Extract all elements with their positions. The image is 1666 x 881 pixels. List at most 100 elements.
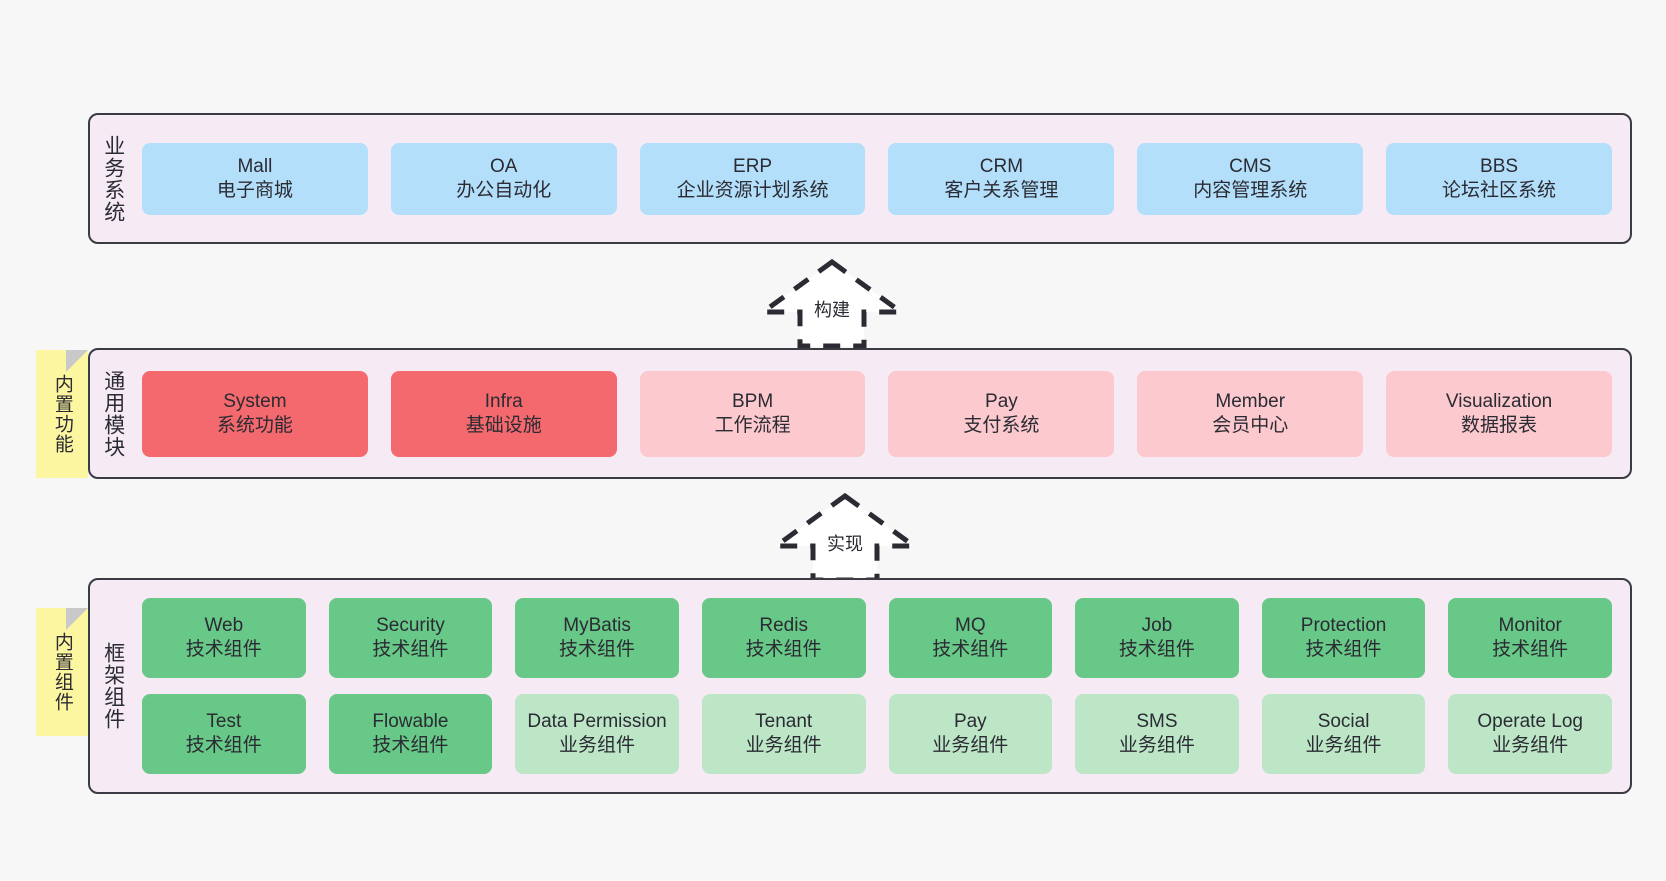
framework-mixed-row: Test 技术组件 Flowable 技术组件 Data Permission … xyxy=(142,694,1612,774)
card-monitor[interactable]: Monitor 技术组件 xyxy=(1448,598,1612,678)
section-framework-components: 框架组件 Web 技术组件 Security 技术组件 MyBatis 技术组件… xyxy=(88,578,1632,794)
card-subtitle: 业务组件 xyxy=(1492,735,1569,756)
note-builtin-feature: 内置功能 xyxy=(36,350,88,478)
card-title: MQ xyxy=(955,615,986,637)
card-subtitle: 工作流程 xyxy=(714,414,791,436)
card-subtitle: 业务组件 xyxy=(932,735,1009,756)
card-title: Mall xyxy=(237,155,273,177)
section-business-systems: 业务系统 Mall 电子商城 OA 办公自动化 ERP 企业资源计划系统 CRM… xyxy=(88,113,1632,244)
note-builtin-feature-label: 内置功能 xyxy=(51,374,73,454)
card-subtitle: 技术组件 xyxy=(185,735,262,756)
section-label-common-modules: 通用模块 xyxy=(101,369,125,458)
card-title: Job xyxy=(1141,615,1173,637)
card-bbs[interactable]: BBS 论坛社区系统 xyxy=(1386,142,1612,215)
framework-tech-row: Web 技术组件 Security 技术组件 MyBatis 技术组件 Redi… xyxy=(142,598,1612,678)
card-subtitle: 技术组件 xyxy=(559,639,636,660)
section-label-framework-components: 框架组件 xyxy=(101,642,125,730)
card-mq[interactable]: MQ 技术组件 xyxy=(888,598,1053,678)
card-title: Monitor xyxy=(1498,615,1562,637)
section-common-modules: 通用模块 System 系统功能 Infra 基础设施 BPM 工作流程 Pay… xyxy=(88,348,1632,479)
card-title: SMS xyxy=(1136,711,1178,733)
card-title: Pay xyxy=(953,711,987,733)
card-subtitle: 电子商城 xyxy=(216,179,293,201)
card-social[interactable]: Social 业务组件 xyxy=(1261,694,1426,774)
card-job[interactable]: Job 技术组件 xyxy=(1075,598,1239,678)
card-subtitle: 技术组件 xyxy=(372,639,449,660)
card-title: Web xyxy=(204,615,244,637)
card-title: Social xyxy=(1317,711,1370,733)
card-title: Flowable xyxy=(372,711,449,733)
card-subtitle: 系统功能 xyxy=(216,414,293,436)
card-visualization[interactable]: Visualization 数据报表 xyxy=(1386,370,1612,457)
card-crm[interactable]: CRM 客户关系管理 xyxy=(888,142,1115,215)
section-label-business-systems: 业务系统 xyxy=(101,134,125,223)
card-redis[interactable]: Redis 技术组件 xyxy=(701,598,866,678)
card-subtitle: 技术组件 xyxy=(1118,639,1195,660)
arrow-build: 构建 xyxy=(755,258,909,349)
card-bpm[interactable]: BPM 工作流程 xyxy=(639,370,866,457)
card-subtitle: 业务组件 xyxy=(745,735,822,756)
note-builtin-component-label: 内置组件 xyxy=(51,632,73,712)
card-pay-module[interactable]: Pay 支付系统 xyxy=(888,370,1115,457)
card-subtitle: 技术组件 xyxy=(932,639,1009,660)
card-subtitle: 办公自动化 xyxy=(456,179,552,201)
card-title: System xyxy=(223,390,287,412)
card-system[interactable]: System 系统功能 xyxy=(142,370,368,457)
card-mall[interactable]: Mall 电子商城 xyxy=(142,142,368,215)
card-title: Infra xyxy=(484,390,523,412)
card-subtitle: 客户关系管理 xyxy=(944,179,1059,201)
card-title: Data Permission xyxy=(527,711,667,733)
card-title: Redis xyxy=(759,615,808,637)
card-subtitle: 数据报表 xyxy=(1461,414,1538,436)
card-title: MyBatis xyxy=(563,615,631,637)
card-title: Member xyxy=(1215,390,1286,412)
card-title: Tenant xyxy=(755,711,813,733)
arrow-realize: 实现 xyxy=(768,492,922,583)
card-test[interactable]: Test 技术组件 xyxy=(142,694,306,774)
card-subtitle: 业务组件 xyxy=(559,735,636,756)
section-body-business-systems: Mall 电子商城 OA 办公自动化 ERP 企业资源计划系统 CRM 客户关系… xyxy=(136,115,1630,242)
card-title: BBS xyxy=(1480,155,1519,177)
card-title: BPM xyxy=(731,390,774,412)
card-title: OA xyxy=(490,155,518,177)
card-subtitle: 内容管理系统 xyxy=(1193,179,1308,201)
card-web[interactable]: Web 技术组件 xyxy=(142,598,306,678)
section-body-framework-components: Web 技术组件 Security 技术组件 MyBatis 技术组件 Redi… xyxy=(136,580,1630,792)
card-title: Security xyxy=(376,615,445,637)
card-title: ERP xyxy=(733,155,773,177)
card-title: CMS xyxy=(1229,155,1272,177)
card-title: Protection xyxy=(1300,615,1387,637)
card-infra[interactable]: Infra 基础设施 xyxy=(390,370,617,457)
card-protection[interactable]: Protection 技术组件 xyxy=(1261,598,1426,678)
card-sms[interactable]: SMS 业务组件 xyxy=(1075,694,1239,774)
card-member[interactable]: Member 会员中心 xyxy=(1137,370,1364,457)
card-subtitle: 技术组件 xyxy=(745,639,822,660)
card-mybatis[interactable]: MyBatis 技术组件 xyxy=(515,598,679,678)
card-security[interactable]: Security 技术组件 xyxy=(328,598,493,678)
card-title: CRM xyxy=(979,155,1024,177)
card-erp[interactable]: ERP 企业资源计划系统 xyxy=(639,142,866,215)
card-subtitle: 业务组件 xyxy=(1118,735,1195,756)
common-modules-row: System 系统功能 Infra 基础设施 BPM 工作流程 Pay 支付系统… xyxy=(142,370,1612,457)
card-subtitle: 技术组件 xyxy=(185,639,262,660)
card-pay-component[interactable]: Pay 业务组件 xyxy=(888,694,1053,774)
card-title: Visualization xyxy=(1445,390,1553,412)
card-data-permission[interactable]: Data Permission 业务组件 xyxy=(515,694,679,774)
card-oa[interactable]: OA 办公自动化 xyxy=(390,142,617,215)
card-operate-log[interactable]: Operate Log 业务组件 xyxy=(1448,694,1612,774)
business-systems-row: Mall 电子商城 OA 办公自动化 ERP 企业资源计划系统 CRM 客户关系… xyxy=(142,142,1612,215)
card-cms[interactable]: CMS 内容管理系统 xyxy=(1137,142,1364,215)
card-title: Operate Log xyxy=(1477,711,1583,733)
card-subtitle: 业务组件 xyxy=(1305,735,1382,756)
card-subtitle: 技术组件 xyxy=(1492,639,1569,660)
card-subtitle: 企业资源计划系统 xyxy=(676,179,829,201)
card-subtitle: 会员中心 xyxy=(1212,414,1289,436)
card-flowable[interactable]: Flowable 技术组件 xyxy=(328,694,493,774)
section-body-common-modules: System 系统功能 Infra 基础设施 BPM 工作流程 Pay 支付系统… xyxy=(136,350,1630,477)
card-tenant[interactable]: Tenant 业务组件 xyxy=(701,694,866,774)
card-title: Pay xyxy=(985,390,1018,412)
card-title: Test xyxy=(206,711,242,733)
card-subtitle: 基础设施 xyxy=(465,414,542,436)
card-subtitle: 技术组件 xyxy=(1305,639,1382,660)
card-subtitle: 论坛社区系统 xyxy=(1442,179,1557,201)
